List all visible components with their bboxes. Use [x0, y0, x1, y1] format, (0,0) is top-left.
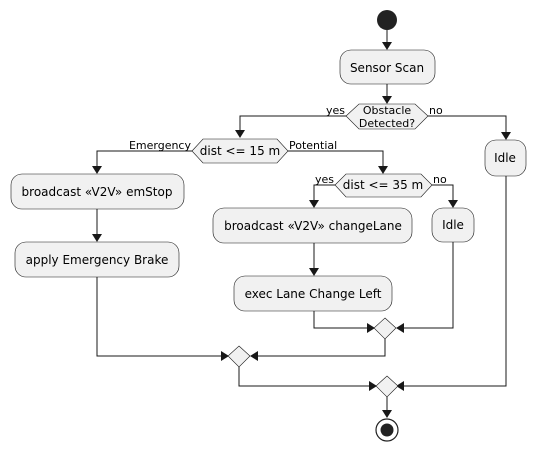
action-idle-inner: Idle: [431, 207, 475, 243]
decision-dist-15: dist <= 15 m: [191, 138, 289, 164]
obstacle-no-label: no: [429, 104, 443, 117]
idle-outer-label: Idle: [494, 151, 516, 165]
merge-inner: [373, 317, 397, 340]
start-node: [377, 10, 397, 30]
apply-brake-label: apply Emergency Brake: [26, 253, 169, 267]
action-apply-emergency-brake: apply Emergency Brake: [14, 241, 180, 278]
dist35-yes-label: yes: [315, 173, 334, 186]
dist35-no-label: no: [433, 173, 447, 186]
action-broadcast-changelane: broadcast «V2V» changeLane: [212, 207, 413, 244]
merge-outer: [375, 375, 399, 398]
obstacle-yes-label: yes: [326, 104, 345, 117]
broadcast-changelane-label: broadcast «V2V» changeLane: [224, 219, 402, 233]
broadcast-emstop-label: broadcast «V2V» emStop: [22, 185, 173, 199]
edges: [92, 30, 511, 418]
dist15-label: dist <= 15 m: [200, 144, 280, 158]
decision-dist-35: dist <= 35 m: [334, 173, 433, 198]
idle-inner-label: Idle: [442, 218, 464, 232]
obstacle-label-line1: Obstacle: [363, 104, 412, 117]
decision-obstacle-detected: Obstacle Detected?: [345, 103, 429, 130]
dist35-label: dist <= 35 m: [343, 178, 423, 192]
action-sensor-scan: Sensor Scan: [339, 49, 436, 85]
merge-middle: [227, 345, 251, 368]
stop-node: [375, 418, 399, 442]
emergency-label: Emergency: [129, 139, 192, 152]
action-broadcast-emstop: broadcast «V2V» emStop: [10, 173, 185, 210]
sensor-scan-label: Sensor Scan: [350, 61, 424, 75]
action-exec-lane-change-left: exec Lane Change Left: [233, 275, 393, 312]
potential-label: Potential: [289, 139, 337, 152]
exec-lane-change-label: exec Lane Change Left: [245, 287, 382, 301]
action-idle-outer: Idle: [484, 139, 527, 177]
obstacle-label-line2: Detected?: [359, 117, 415, 130]
